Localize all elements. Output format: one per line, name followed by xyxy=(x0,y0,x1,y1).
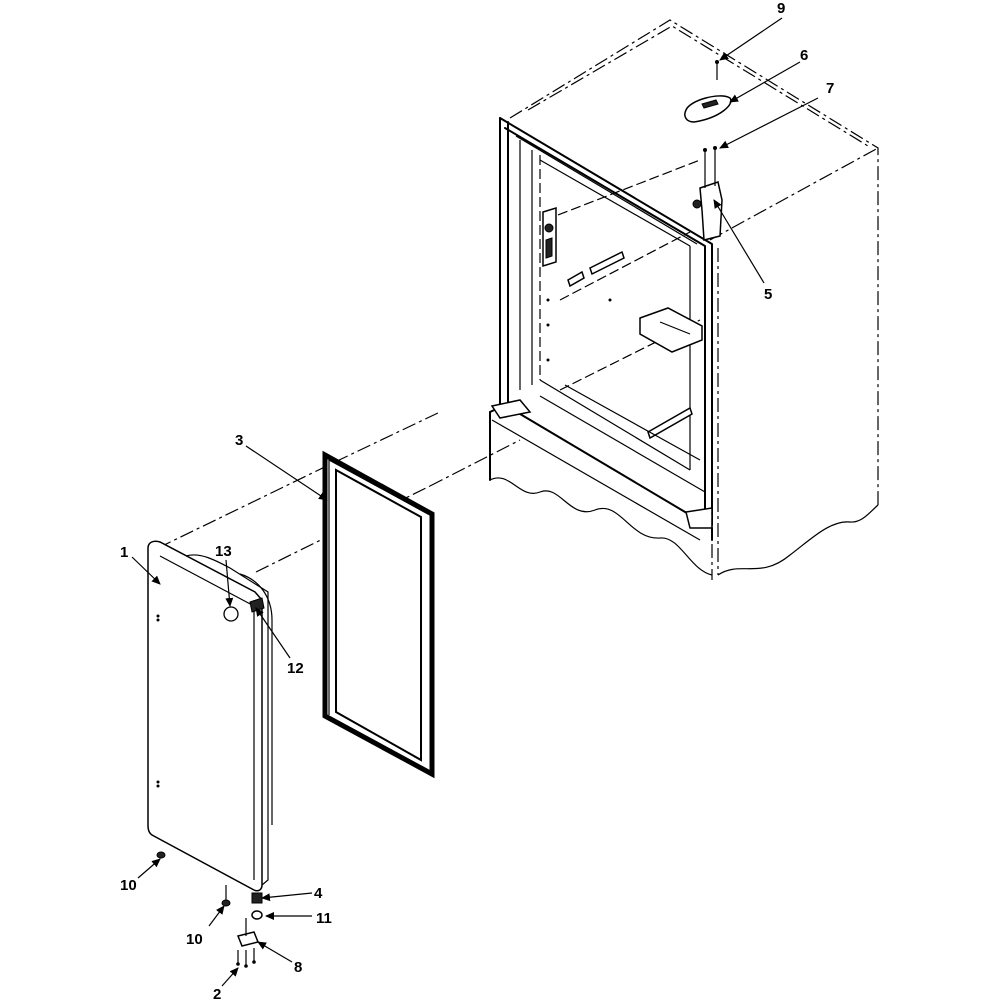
callout-3: 3 xyxy=(235,432,243,449)
door-gasket xyxy=(322,450,435,779)
callout-12: 12 xyxy=(287,660,304,677)
leader-lines xyxy=(131,17,819,987)
callout-6: 6 xyxy=(800,47,808,64)
callout-8: 8 xyxy=(294,959,302,976)
callout-10-left: 10 xyxy=(120,877,137,894)
callout-7: 7 xyxy=(826,80,834,97)
callout-13: 13 xyxy=(215,543,232,560)
callout-10-right: 10 xyxy=(186,931,203,948)
callout-1: 1 xyxy=(120,544,128,561)
callout-2: 2 xyxy=(213,986,221,1000)
refrigerator-door xyxy=(147,540,273,968)
callout-9: 9 xyxy=(777,0,785,17)
refrigerator-cabinet xyxy=(489,19,879,580)
callout-11: 11 xyxy=(316,910,332,927)
callout-labels: 9 6 7 5 3 1 13 12 10 4 11 10 8 2 xyxy=(120,0,834,1000)
callout-4: 4 xyxy=(314,885,323,902)
callout-5: 5 xyxy=(764,286,772,303)
